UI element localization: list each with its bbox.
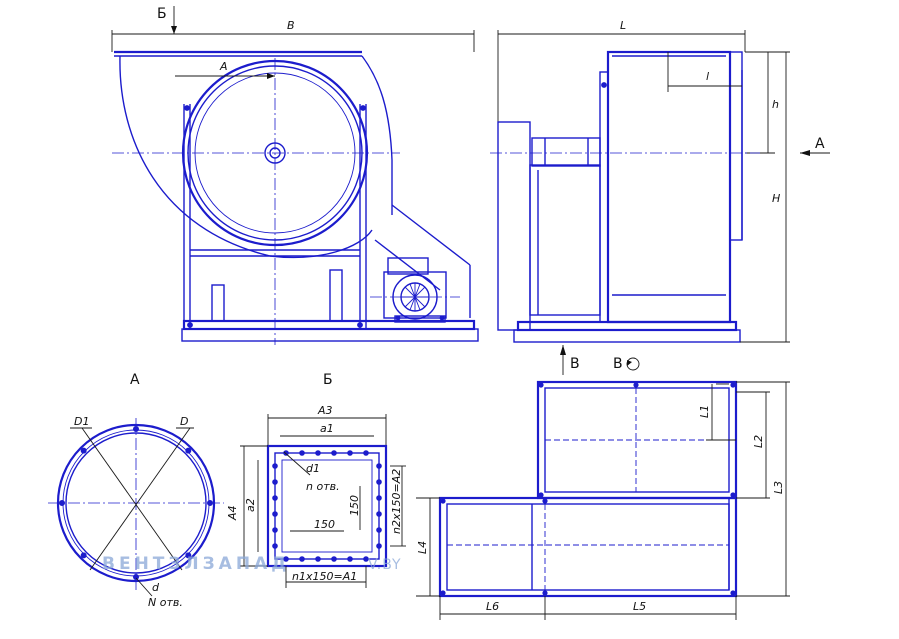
bolt-hole — [440, 590, 446, 596]
bolt-hole — [376, 479, 382, 485]
dim-big-h-label: H — [772, 192, 780, 205]
view-v-bolt-holes — [440, 382, 736, 596]
bolt-hole — [376, 495, 382, 501]
dim-small-l-label: l — [706, 70, 709, 83]
bolt-hole — [376, 511, 382, 517]
dim-small-a1-label: a1 — [320, 422, 334, 435]
bolt-hole — [283, 450, 289, 456]
dim-small-n-holes-label: n отв. — [306, 480, 340, 493]
dim-h-label: h — [772, 98, 779, 111]
bolt-hole — [376, 527, 382, 533]
bolt-hole — [185, 552, 192, 559]
bolt-hole — [633, 382, 639, 388]
bolt-hole — [347, 450, 353, 456]
bolt-hole — [542, 498, 548, 504]
dim-d-label: D — [180, 415, 188, 428]
view-v-arrow: В — [570, 356, 580, 372]
bolt-hole — [347, 556, 353, 562]
view-a: А D1 D d N отв. — [48, 372, 224, 609]
view-a-arrow: А — [815, 136, 825, 152]
view-b: Б A3 a1 d1 n отв. A4 a2 n2x150=A2 150 1 — [226, 372, 406, 588]
bolt-hole — [538, 492, 544, 498]
dim-l1-label: L1 — [698, 405, 711, 418]
dim-b-label: B — [287, 19, 295, 32]
bolt-hole — [80, 552, 87, 559]
bolt-hole — [376, 543, 382, 549]
bolt-hole — [730, 382, 736, 388]
dim-l5-label: L5 — [633, 600, 646, 613]
dim-n-holes-label: N отв. — [148, 596, 183, 609]
view-a-title: А — [130, 372, 140, 388]
bolt-hole — [272, 495, 278, 501]
view-v-title: В — [613, 356, 623, 372]
bolt-hole — [299, 556, 305, 562]
bolt-hole — [363, 450, 369, 456]
dim-d1-label: D1 — [74, 415, 89, 428]
side-view: L l h H А — [490, 19, 830, 375]
dim-l4-label: L4 — [416, 541, 429, 554]
view-b-title: Б — [323, 372, 333, 388]
bolt-hole — [272, 479, 278, 485]
bolt-hole — [538, 382, 544, 388]
view-v: В L1 L2 L3 L4 — [416, 356, 790, 620]
bolt-hole — [363, 556, 369, 562]
dim-hole-d-label: d — [152, 581, 160, 594]
dim-n1-label: n1x150=A1 — [292, 570, 357, 583]
watermark-brand: ВЕНТЗЛЗАПАД — [102, 554, 290, 574]
dim-n2-label: n2x150=A2 — [390, 469, 403, 534]
dim-a4-label: A4 — [226, 505, 239, 521]
section-b-marker: Б — [157, 6, 167, 22]
bolt-hole — [440, 498, 446, 504]
bolt-hole — [331, 450, 337, 456]
dim-d1-hole-label: d1 — [306, 462, 320, 475]
bolt-hole — [80, 447, 87, 454]
bolt-hole — [272, 543, 278, 549]
bolt-hole — [272, 463, 278, 469]
bolt-hole — [730, 492, 736, 498]
bolt-hole — [315, 450, 321, 456]
dim-a-label: A — [219, 60, 228, 73]
bolt-hole — [542, 590, 548, 596]
bolt-hole — [730, 590, 736, 596]
view-b-bolt-holes — [272, 450, 382, 562]
dim-small-a2-label: a2 — [244, 498, 257, 512]
dim-150-vertical-label: 150 — [348, 495, 361, 516]
dim-150-horizontal-label: 150 — [314, 518, 335, 531]
dim-l2-label: L2 — [752, 435, 765, 448]
dim-l6-label: L6 — [486, 600, 499, 613]
bolt-hole — [376, 463, 382, 469]
dim-big-l-label: L — [620, 19, 626, 32]
bolt-hole — [315, 556, 321, 562]
dim-a3-label: A3 — [317, 404, 333, 417]
bolt-hole — [272, 511, 278, 517]
watermark-domain: V.BY — [368, 557, 402, 573]
front-view: B Б A — [111, 6, 479, 345]
bolt-hole — [299, 450, 305, 456]
dim-l3-label: L3 — [772, 481, 785, 494]
bolt-hole — [283, 556, 289, 562]
bolt-hole — [185, 447, 192, 454]
bolt-hole — [331, 556, 337, 562]
bolt-hole — [272, 527, 278, 533]
